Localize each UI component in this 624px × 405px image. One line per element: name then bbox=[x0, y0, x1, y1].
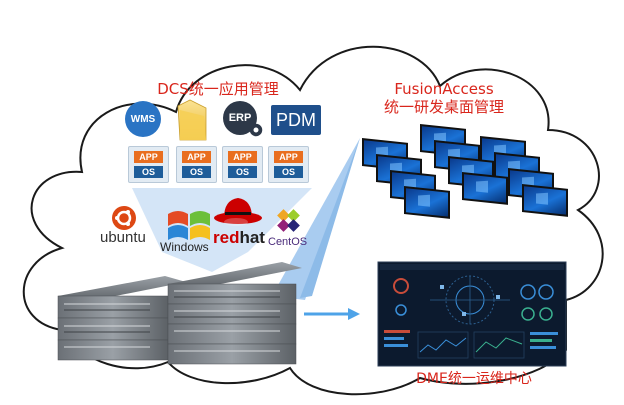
centos-label: CentOS bbox=[268, 236, 308, 248]
server-icon bbox=[57, 276, 186, 319]
monitor-icon bbox=[462, 172, 508, 205]
desktop-grid bbox=[362, 124, 568, 219]
pdm-icon: PDM bbox=[271, 105, 321, 135]
redhat-label-hat: hat bbox=[239, 228, 265, 247]
server-icon bbox=[167, 262, 302, 305]
server-stack bbox=[57, 262, 302, 365]
app-os-tile: APP OS bbox=[222, 146, 263, 183]
app-label: APP bbox=[228, 151, 257, 163]
windows-label: Windows bbox=[160, 240, 209, 254]
fusion-title-line1: FusionAccess bbox=[394, 80, 494, 98]
os-label: OS bbox=[182, 166, 211, 178]
os-label: OS bbox=[228, 166, 257, 178]
dcs-projection bbox=[132, 188, 312, 272]
app-label: APP bbox=[182, 151, 211, 163]
redhat-label: redhat bbox=[213, 228, 265, 248]
ubuntu-label: ubuntu bbox=[100, 229, 146, 246]
windows-logo-icon bbox=[168, 211, 210, 240]
app-os-tile: APP OS bbox=[268, 146, 309, 183]
folder-icon bbox=[177, 99, 207, 141]
server-icon bbox=[167, 343, 297, 365]
wms-icon: WMS bbox=[125, 101, 161, 137]
app-os-tile: APP OS bbox=[128, 146, 169, 183]
server-icon bbox=[167, 303, 297, 325]
dashboard-screen-icon bbox=[377, 261, 567, 367]
redhat-label-red: red bbox=[213, 228, 240, 247]
dcs-title: DCS统一应用管理 bbox=[157, 80, 279, 98]
ubuntu-logo-icon bbox=[112, 206, 136, 230]
app-label: APP bbox=[274, 151, 303, 163]
redhat-logo-icon bbox=[214, 198, 262, 226]
server-icon bbox=[57, 317, 169, 341]
app-os-tile: APP OS bbox=[176, 146, 217, 183]
erp-icon: ERP bbox=[223, 101, 257, 135]
server-icon bbox=[167, 323, 297, 345]
fusion-title-line2: 统一研发桌面管理 bbox=[383, 98, 504, 116]
dme-title: DME统一运维中心 bbox=[416, 371, 532, 387]
fusion-projection bbox=[272, 138, 360, 300]
monitor-icon bbox=[522, 184, 568, 217]
centos-logo-icon bbox=[277, 209, 300, 232]
server-icon bbox=[57, 339, 169, 361]
arrow-icon bbox=[304, 308, 360, 320]
monitor-icon bbox=[404, 186, 450, 219]
os-label: OS bbox=[134, 166, 163, 178]
os-label: OS bbox=[274, 166, 303, 178]
app-label: APP bbox=[134, 151, 163, 163]
